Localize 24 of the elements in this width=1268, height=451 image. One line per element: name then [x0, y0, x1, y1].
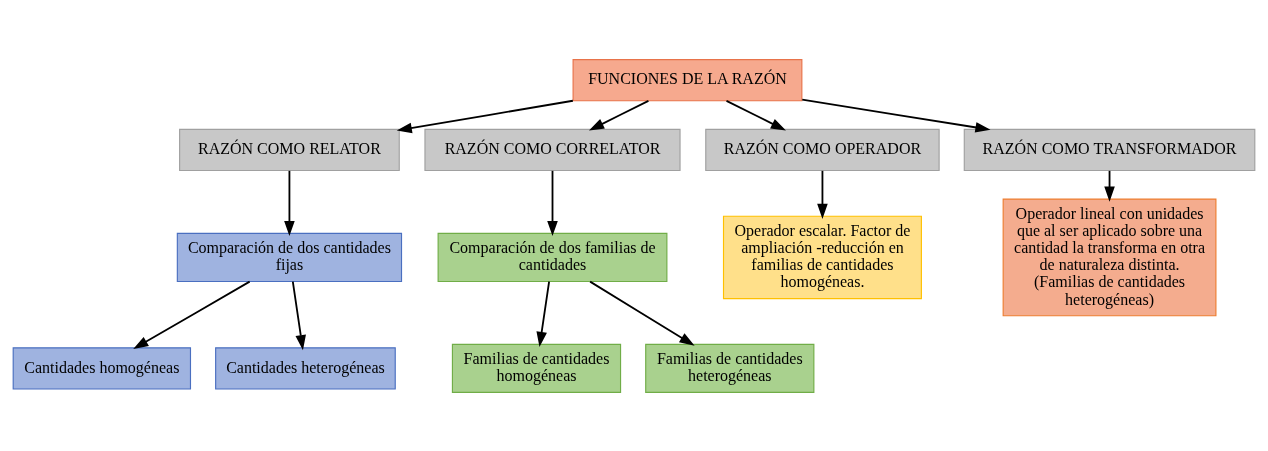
- arrow: [133, 280, 251, 349]
- node-box: Operador lineal con unidades que al ser aplicado sobre una cantidad la transforma en otra de naturaleza distinta. (Familias de cantidades heterogéneas): [1002, 198, 1217, 316]
- node-box: Comparación de dos cantidades fijas: [176, 232, 403, 282]
- arrow: [817, 169, 828, 219]
- node-box: Cantidades heterogéneas: [215, 346, 396, 390]
- node-box: RAZÓN COMO OPERADOR: [705, 128, 940, 171]
- node-box: RAZÓN COMO RELATOR: [179, 128, 400, 171]
- arrow: [536, 280, 551, 347]
- arrow: [588, 99, 650, 131]
- node-box: RAZÓN COMO TRANSFORMADOR: [963, 128, 1256, 171]
- node-box: FUNCIONES DE LA RAZÓN: [572, 58, 803, 101]
- node-box: RAZÓN COMO CORRELATOR: [424, 128, 681, 171]
- arrow: [284, 169, 295, 236]
- arrow: [801, 98, 991, 133]
- node-box: Operador escalar. Factor de ampliación -reducción en familias de cantidades homogéneas.: [722, 215, 922, 299]
- node-box: Cantidades homogéneas: [12, 346, 192, 390]
- node-box: Familias de cantidades heterogéneas: [645, 343, 815, 393]
- node-box: Comparación de dos familias de cantidades: [437, 232, 668, 282]
- arrow: [396, 99, 574, 133]
- arrow: [725, 99, 786, 131]
- arrow: [291, 280, 306, 350]
- node-box: Familias de cantidades homogéneas: [451, 343, 622, 393]
- arrow: [589, 280, 695, 346]
- arrow: [547, 169, 558, 236]
